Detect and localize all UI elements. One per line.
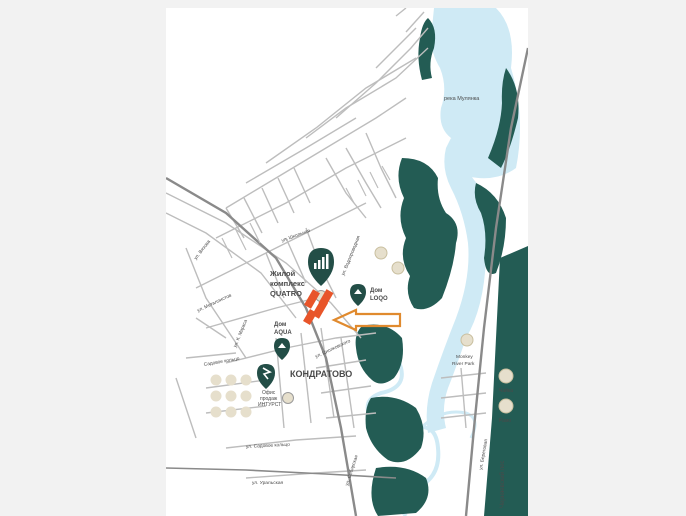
pin-aqua-line1: Дом (274, 322, 287, 328)
map-svg: река Мулянка Жилой комплекс QUATRO Дом L… (166, 8, 528, 516)
forest-right-top (488, 68, 519, 168)
forest-south (365, 396, 424, 463)
forest-south-2 (371, 466, 429, 516)
forest-east (398, 158, 458, 310)
pin-office-line3: ИНТУРСТ (258, 402, 281, 408)
pin-logo[interactable] (350, 284, 366, 306)
poi-icon-a[interactable] (374, 246, 388, 260)
lake-label: река Мулянка (444, 96, 480, 102)
street-nekrasova: ул. К. Маркса (232, 319, 249, 349)
monkey-park-line2: River Park (452, 361, 475, 367)
complex-label-line2: комплекс (270, 279, 305, 288)
poi-layer (210, 246, 514, 418)
complex-label-line3: QUATRO (270, 289, 302, 298)
roads-layer (166, 8, 487, 479)
street-shkolnaya: ул. Школьная (281, 228, 312, 244)
poi-icon-monkey[interactable] (460, 333, 474, 347)
main-roads (166, 47, 528, 516)
poi-icon-j[interactable] (225, 406, 237, 418)
poi-icon-h[interactable] (240, 390, 252, 402)
river-channel (426, 138, 488, 433)
pointer-arrow (331, 308, 402, 332)
poi-ramo-label: Рамо (499, 418, 511, 424)
poi-icon-e[interactable] (240, 374, 252, 386)
street-vyasova: ул. Вязова (193, 239, 212, 261)
pin-logo-line1: Дом (370, 288, 383, 294)
road-horizontal-south (166, 467, 397, 479)
pin-office-line2: продаж (260, 396, 278, 402)
poi-icon-b[interactable] (391, 261, 405, 275)
quatro-site[interactable] (303, 289, 334, 326)
poi-chaika-label: Чайка (499, 387, 513, 394)
pin-logo-line2: LOQO (370, 296, 388, 302)
street-sadovoe: Садовое кольцо (203, 356, 240, 368)
poi-icon-ramo[interactable] (498, 398, 514, 414)
monkey-park-line1: Monkey (456, 354, 473, 360)
map-canvas[interactable]: река Мулянка Жилой комплекс QUATRO Дом L… (166, 8, 528, 516)
district-label: КОНДРАТОВО (290, 369, 352, 379)
grid-blocks (221, 165, 391, 259)
street-sadovoe-koltso: ул. Садовое кольцо (246, 442, 291, 450)
street-beregovaya: ул. Береговая (478, 438, 489, 470)
forest-layer (355, 18, 528, 516)
forest-south-west (355, 324, 403, 384)
pin-office-line1: Офис (262, 390, 276, 396)
street-uralskaya: ул. Уральская (252, 480, 283, 486)
poi-icon-d[interactable] (225, 374, 237, 386)
complex-label-line1: Жилой (269, 269, 296, 278)
poi-icon-i[interactable] (210, 406, 222, 418)
poi-icon-k[interactable] (240, 406, 252, 418)
poi-icon-c[interactable] (210, 374, 222, 386)
poi-icon-f[interactable] (210, 390, 222, 402)
pin-office[interactable] (257, 364, 275, 389)
poi-icon-chaika[interactable] (498, 368, 514, 384)
forest-name-label: Черняевский лес (499, 460, 506, 508)
pin-aqua[interactable] (274, 338, 290, 360)
poi-icon-m[interactable] (282, 392, 294, 404)
pin-quatro[interactable] (308, 248, 334, 286)
poi-icon-g[interactable] (225, 390, 237, 402)
pin-aqua-line2: AQUA (274, 330, 292, 336)
street-vodoprovodnaya: ул. Водопроводная (340, 235, 362, 277)
